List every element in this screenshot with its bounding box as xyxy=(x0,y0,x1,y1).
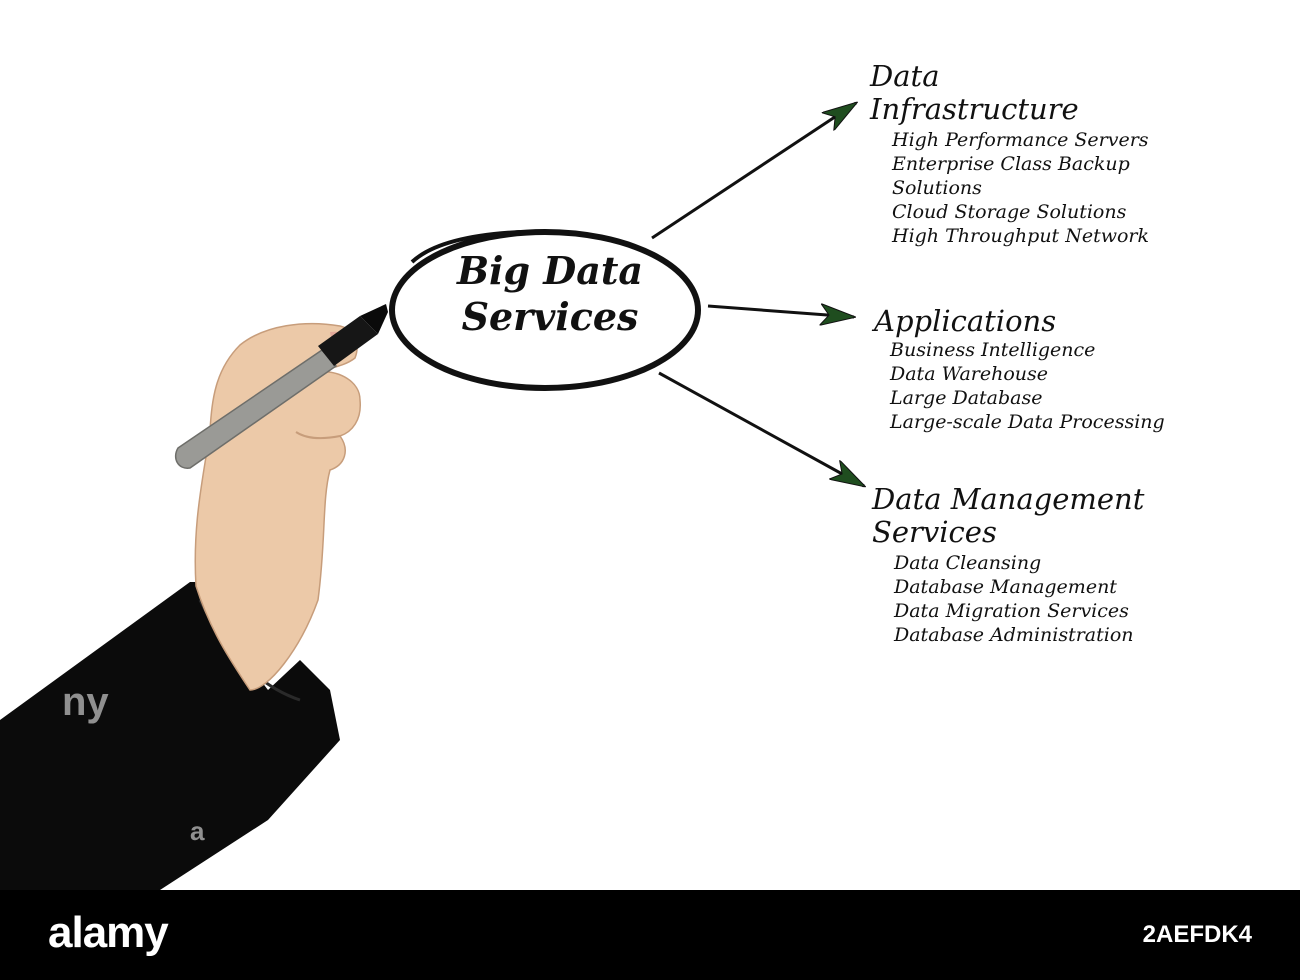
watermark-fragment: a xyxy=(190,816,205,846)
branch-heading-line1: Data Management xyxy=(872,482,1145,516)
marker-pen xyxy=(174,304,388,469)
arrow-to-applications xyxy=(707,306,854,317)
list-item: Data Warehouse xyxy=(890,363,1049,385)
branch-heading-line2: Services xyxy=(872,515,997,549)
list-item: Data Cleansing xyxy=(894,552,1042,574)
brand-logo: alamy xyxy=(48,908,169,957)
center-label-line2: Services xyxy=(461,294,639,339)
branch-data-management-services: Data Management Services Data Cleansing … xyxy=(872,483,1144,647)
branch-item-list: High Performance Servers Enterprise Clas… xyxy=(892,128,1149,248)
branch-item-list: Business Intelligence Data Warehouse Lar… xyxy=(890,338,1165,434)
image-id: 2AEFDK4 xyxy=(1142,921,1252,948)
finger-line xyxy=(295,431,341,440)
branch-heading-line2: Infrastructure xyxy=(870,92,1079,126)
list-item: Business Intelligence xyxy=(890,339,1096,361)
list-item: High Performance Servers xyxy=(892,129,1149,151)
arrow-to-infrastructure xyxy=(651,103,856,240)
diagram-drawing xyxy=(0,0,1300,890)
watermark-bar: alamy 2AEFDK4 xyxy=(0,890,1300,980)
list-item: Database Administration xyxy=(894,624,1134,646)
list-item: Cloud Storage Solutions xyxy=(892,201,1127,223)
branch-heading-line1: Applications xyxy=(874,304,1057,338)
list-item: Large-scale Data Processing xyxy=(890,411,1165,433)
center-label: Big Data Services xyxy=(400,248,700,340)
arrow-to-management xyxy=(658,371,864,486)
list-item: Data Migration Services xyxy=(894,600,1129,622)
jacket-sleeve xyxy=(0,582,340,890)
list-item: High Throughput Network xyxy=(892,225,1150,247)
list-item: Large Database xyxy=(890,387,1043,409)
list-item: Solutions xyxy=(892,177,982,199)
center-ellipse xyxy=(389,229,701,391)
list-item: Enterprise Class Backup xyxy=(892,153,1130,175)
center-label-line1: Big Data xyxy=(456,248,644,293)
branch-heading-line1: Data xyxy=(870,59,940,93)
branch-data-infrastructure: Data Infrastructure High Performance Ser… xyxy=(870,60,1149,248)
center-ellipse-overlap xyxy=(410,230,521,264)
branch-applications: Applications Business Intelligence Data … xyxy=(874,305,1165,434)
diagram-canvas: Big Data Services Data Infrastructure Hi… xyxy=(0,0,1300,890)
hand xyxy=(194,322,361,691)
watermark-fragment: ny xyxy=(62,680,109,724)
list-item: Database Management xyxy=(894,576,1117,598)
branch-item-list: Data Cleansing Database Management Data … xyxy=(894,551,1144,647)
